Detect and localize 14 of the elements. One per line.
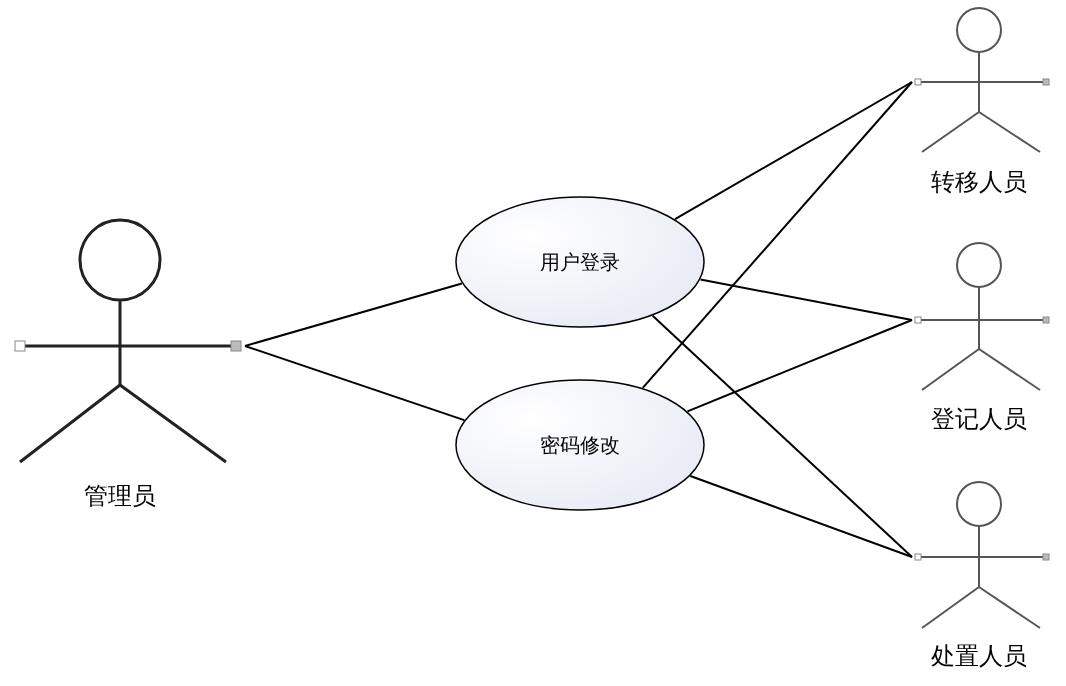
association-line bbox=[699, 278, 913, 321]
actor-name: 处置人员 bbox=[931, 641, 1027, 672]
association-line bbox=[689, 475, 913, 558]
association-line bbox=[674, 81, 913, 221]
association-line bbox=[641, 81, 913, 389]
use-case-label: 密码修改 bbox=[540, 431, 620, 459]
actor-name: 转移人员 bbox=[931, 167, 1027, 198]
use-case-label: 用户登录 bbox=[540, 248, 620, 276]
association-line bbox=[651, 314, 913, 558]
association-line bbox=[244, 282, 463, 347]
association-line bbox=[244, 345, 466, 422]
actor-name: 管理员 bbox=[84, 481, 156, 512]
actor-name: 登记人员 bbox=[931, 404, 1027, 435]
association-line bbox=[686, 319, 913, 413]
